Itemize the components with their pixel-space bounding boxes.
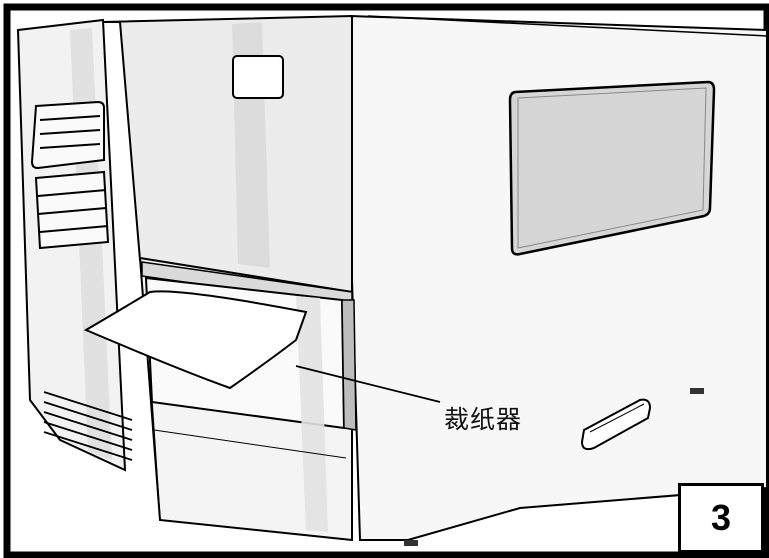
side-window	[508, 80, 716, 256]
paper-sheet	[83, 290, 308, 390]
vents	[43, 391, 133, 461]
control-buttons	[30, 100, 110, 250]
callout-line	[295, 365, 441, 403]
front-cover	[102, 14, 353, 294]
top-window	[232, 55, 284, 99]
cutter-label: 裁纸器	[444, 405, 523, 434]
side-handle	[580, 398, 652, 451]
step-number-badge: 3	[678, 483, 764, 553]
